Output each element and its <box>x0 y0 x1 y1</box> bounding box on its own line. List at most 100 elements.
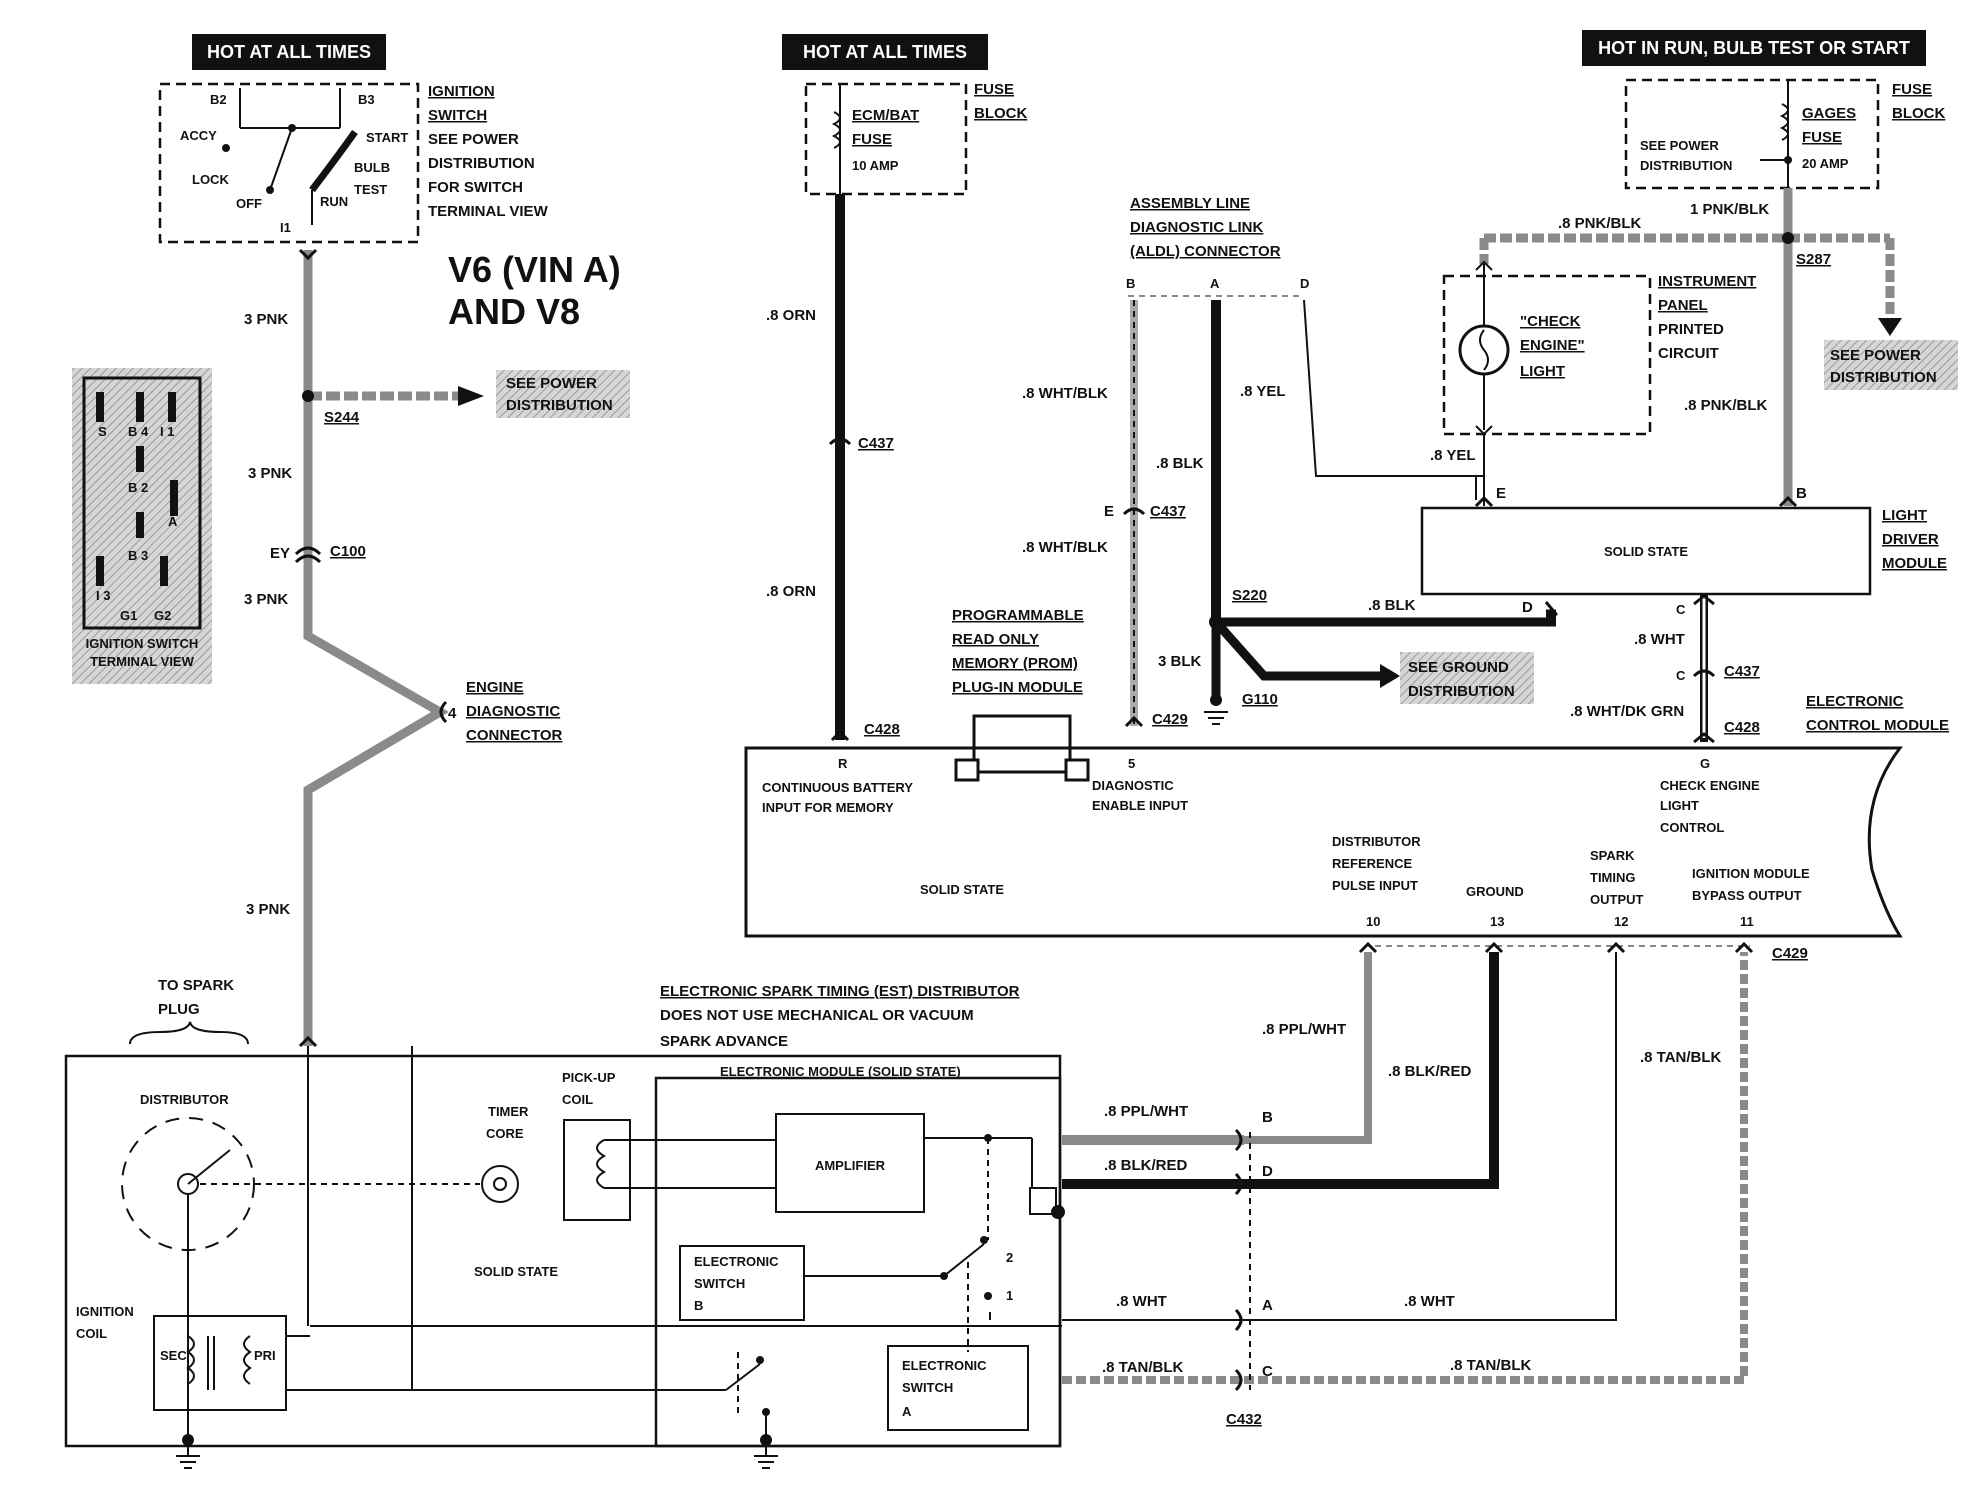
svg-text:SEE POWER: SEE POWER <box>428 131 519 148</box>
svg-text:DISTRIBUTION: DISTRIBUTION <box>428 155 535 172</box>
svg-text:B: B <box>1796 485 1807 502</box>
wire-8blk-aldl: .8 BLK <box>1156 455 1204 472</box>
check-engine-light: "CHECK ENGINE" LIGHT <box>1520 313 1585 380</box>
svg-text:DIAGNOSTIC: DIAGNOSTIC <box>1092 778 1174 793</box>
svg-text:FUSE: FUSE <box>974 81 1014 98</box>
connector-e: E <box>1104 503 1114 520</box>
svg-text:CIRCUIT: CIRCUIT <box>1658 345 1719 362</box>
svg-text:ENGINE: ENGINE <box>466 679 524 696</box>
title-line-1: V6 (VIN A) <box>448 249 621 290</box>
svg-text:DISTRIBUTOR: DISTRIBUTOR <box>1332 834 1421 849</box>
pin-a: A <box>1262 1297 1273 1314</box>
svg-text:LOCK: LOCK <box>192 172 229 187</box>
wire-3pnk-3: 3 PNK <box>244 591 288 608</box>
connector-ey: EY <box>270 545 290 562</box>
svg-text:BLOCK: BLOCK <box>1892 105 1945 122</box>
wire-3pnk-2: 3 PNK <box>248 465 292 482</box>
svg-text:PLUG-IN MODULE: PLUG-IN MODULE <box>952 679 1083 696</box>
svg-text:B: B <box>694 1298 703 1313</box>
engine-diagnostic-connector: 4 ENGINE DIAGNOSTIC CONNECTOR <box>448 679 563 744</box>
svg-text:10 AMP: 10 AMP <box>852 158 899 173</box>
light-driver-label: LIGHT DRIVER MODULE <box>1882 507 1947 572</box>
svg-text:SWITCH: SWITCH <box>694 1276 745 1291</box>
svg-text:PRINTED: PRINTED <box>1658 321 1724 338</box>
svg-text:DISTRIBUTION: DISTRIBUTION <box>1830 369 1937 386</box>
header-hot-always-mid: HOT AT ALL TIMES <box>782 34 988 70</box>
header-hot-always-left: HOT AT ALL TIMES <box>192 34 386 70</box>
pin-d: D <box>1262 1163 1273 1180</box>
svg-text:READ ONLY: READ ONLY <box>952 631 1039 648</box>
svg-text:CONNECTOR: CONNECTOR <box>466 727 563 744</box>
wire-8orn-2: .8 ORN <box>766 583 816 600</box>
svg-text:B3: B3 <box>358 92 375 107</box>
svg-text:TERMINAL VIEW: TERMINAL VIEW <box>428 203 549 220</box>
svg-text:IGNITION: IGNITION <box>76 1304 134 1319</box>
svg-text:BYPASS OUTPUT: BYPASS OUTPUT <box>1692 888 1802 903</box>
ignition-switch: B2 B3 ACCY START LOCK BULB TEST OFF RUN … <box>158 82 420 244</box>
svg-text:DISTRIBUTION: DISTRIBUTION <box>506 397 613 414</box>
ecm-bat-fuse: ECM/BAT FUSE 10 AMP <box>804 82 968 196</box>
timer-core: TIMER CORE <box>481 1104 529 1203</box>
svg-text:D: D <box>1522 599 1533 616</box>
svg-text:TIMING: TIMING <box>1590 870 1636 885</box>
svg-text:13: 13 <box>1490 914 1504 929</box>
svg-text:INSTRUMENT: INSTRUMENT <box>1658 273 1756 290</box>
svg-text:INPUT FOR MEMORY: INPUT FOR MEMORY <box>762 800 894 815</box>
est-internal-rails <box>307 1046 991 1390</box>
amplifier: AMPLIFIER <box>775 1113 1033 1240</box>
wire-8yel-aldl: .8 YEL <box>1240 383 1286 400</box>
svg-text:FUSE: FUSE <box>1802 129 1842 146</box>
svg-text:DIAGNOSTIC: DIAGNOSTIC <box>466 703 560 720</box>
switch-pos-1: 1 <box>1006 1288 1013 1303</box>
svg-text:TIMER: TIMER <box>488 1104 529 1119</box>
svg-text:MEMORY (PROM): MEMORY (PROM) <box>952 655 1078 672</box>
svg-text:CONTROL MODULE: CONTROL MODULE <box>1806 717 1949 734</box>
wire-8tan-blk-right: .8 TAN/BLK <box>1450 1357 1532 1374</box>
svg-text:COIL: COIL <box>76 1326 107 1341</box>
svg-text:SPARK: SPARK <box>1590 848 1635 863</box>
svg-text:SOLID STATE: SOLID STATE <box>1604 544 1688 559</box>
connector-c100: C100 <box>330 543 366 560</box>
grounds <box>176 1434 778 1469</box>
svg-text:SOLID STATE: SOLID STATE <box>920 882 1004 897</box>
svg-text:TERMINAL VIEW: TERMINAL VIEW <box>90 654 194 669</box>
wire-3blk: 3 BLK <box>1158 653 1202 670</box>
header-hot-in-run: HOT IN RUN, BULB TEST OR START <box>1582 30 1926 66</box>
gages-fuse: SEE POWER DISTRIBUTION GAGES FUSE 20 AMP <box>1624 78 1880 190</box>
wire-1pnk-blk: 1 PNK/BLK <box>1690 201 1769 218</box>
connector-c429-ecm: C429 <box>1772 945 1808 962</box>
ldm-pin-c1: C <box>1676 602 1686 617</box>
electronic-switch-b: ELECTRONIC SWITCH B <box>679 1236 992 1352</box>
svg-text:OUTPUT: OUTPUT <box>1590 892 1644 907</box>
light-driver-module: SOLID STATE E B D <box>1420 485 1872 627</box>
pin-b: B <box>1262 1109 1273 1126</box>
svg-text:4: 4 <box>448 705 457 722</box>
connector-c437-ldm: C437 <box>1724 663 1760 680</box>
svg-text:ASSEMBLY LINE: ASSEMBLY LINE <box>1130 195 1250 212</box>
wire-8wht-blk-1: .8 WHT/BLK <box>1022 385 1108 402</box>
svg-text:PANEL: PANEL <box>1658 297 1708 314</box>
wire-8tan-blk-top: .8 TAN/BLK <box>1640 1049 1722 1066</box>
ignition-switch-note: IGNITION SWITCH SEE POWER DISTRIBUTION F… <box>428 83 549 220</box>
svg-text:SEE GROUND: SEE GROUND <box>1408 659 1509 676</box>
svg-text:IGNITION SWITCH: IGNITION SWITCH <box>86 636 199 651</box>
ignition-coil: SEC PRI <box>153 1315 1062 1446</box>
see-ground-distribution: SEE GROUND DISTRIBUTION <box>1400 652 1534 704</box>
svg-text:LIGHT: LIGHT <box>1520 363 1565 380</box>
wire-3pnk-1: 3 PNK <box>244 311 288 328</box>
svg-text:B 4: B 4 <box>128 424 149 439</box>
ground-g110: G110 <box>1242 691 1278 708</box>
svg-text:DIAGNOSTIC LINK: DIAGNOSTIC LINK <box>1130 219 1263 236</box>
svg-text:IGNITION: IGNITION <box>428 83 495 100</box>
title-line-2: AND V8 <box>448 291 580 332</box>
connector-c428-orn: C428 <box>864 721 900 738</box>
connector-c432: C432 <box>1226 1411 1262 1428</box>
wire-8blk-red-top: .8 BLK/RED <box>1388 1063 1472 1080</box>
svg-text:HOT AT ALL TIMES: HOT AT ALL TIMES <box>803 42 967 62</box>
svg-text:START: START <box>366 130 408 145</box>
svg-text:B 3: B 3 <box>128 548 148 563</box>
svg-text:MODULE: MODULE <box>1882 555 1947 572</box>
svg-text:S: S <box>98 424 107 439</box>
svg-text:I 3: I 3 <box>96 588 110 603</box>
svg-text:ELECTRONIC SPARK TIMING (EST): ELECTRONIC SPARK TIMING (EST) DISTRIBUTO… <box>660 983 1020 1000</box>
